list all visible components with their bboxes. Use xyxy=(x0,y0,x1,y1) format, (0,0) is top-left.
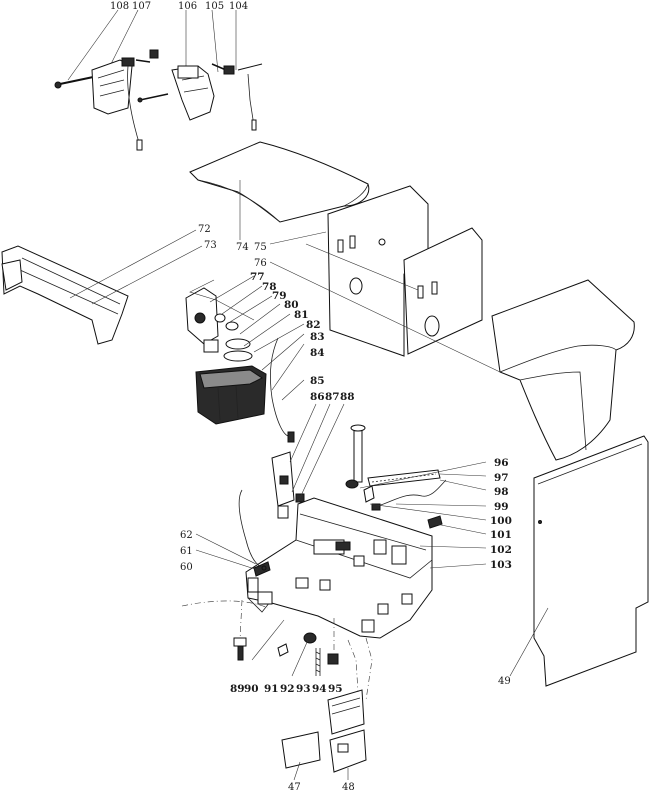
callout-labels: 108 107 106 105 104 72 73 74 75 76 77 78… xyxy=(110,1,512,792)
label-76: 76 xyxy=(254,258,267,269)
control-box-47-48 xyxy=(281,637,373,781)
label-83: 83 xyxy=(310,331,325,343)
label-74: 74 xyxy=(236,242,249,253)
pump-parts-86-88 xyxy=(271,403,345,519)
label-77: 77 xyxy=(250,271,265,283)
label-107: 107 xyxy=(132,1,151,12)
door-panel-49 xyxy=(509,435,649,687)
label-95: 95 xyxy=(328,683,343,695)
label-91: 91 xyxy=(264,683,279,695)
label-92: 92 xyxy=(280,683,295,695)
hose-parts-96-101 xyxy=(345,424,487,535)
top-cover-74 xyxy=(189,141,370,240)
label-87: 87 xyxy=(325,391,340,403)
label-100: 100 xyxy=(490,515,512,527)
label-106: 106 xyxy=(178,1,197,12)
label-48: 48 xyxy=(342,782,355,792)
base-chassis xyxy=(195,489,487,639)
label-88: 88 xyxy=(340,391,355,403)
label-99: 99 xyxy=(494,501,509,513)
top-bracket-assembly xyxy=(54,9,263,151)
label-82: 82 xyxy=(306,319,321,331)
label-61: 61 xyxy=(180,546,193,557)
label-47: 47 xyxy=(288,782,301,792)
container-assembly xyxy=(185,275,305,443)
label-73: 73 xyxy=(204,240,217,251)
rail-72-73 xyxy=(1,229,203,345)
label-75: 75 xyxy=(254,242,267,253)
label-104: 104 xyxy=(229,1,248,12)
label-103: 103 xyxy=(490,559,512,571)
label-102: 102 xyxy=(490,544,512,556)
label-80: 80 xyxy=(284,299,299,311)
label-84: 84 xyxy=(310,347,325,359)
label-85: 85 xyxy=(310,375,325,387)
label-62: 62 xyxy=(180,530,193,541)
label-96: 96 xyxy=(494,457,509,469)
label-108: 108 xyxy=(110,1,129,12)
rear-cover-76 xyxy=(269,261,635,461)
label-105: 105 xyxy=(205,1,224,12)
label-49: 49 xyxy=(498,676,511,687)
label-94: 94 xyxy=(312,683,327,695)
label-60: 60 xyxy=(180,562,193,573)
label-78: 78 xyxy=(262,281,277,293)
label-97: 97 xyxy=(494,472,509,484)
bottom-fasteners xyxy=(181,599,339,677)
label-90: 90 xyxy=(244,683,259,695)
label-86: 86 xyxy=(310,391,325,403)
label-98: 98 xyxy=(494,486,509,498)
label-72: 72 xyxy=(198,224,211,235)
side-panel-75 xyxy=(269,185,483,357)
label-81: 81 xyxy=(294,309,309,321)
label-89: 89 xyxy=(230,683,245,695)
label-101: 101 xyxy=(490,529,512,541)
label-79: 79 xyxy=(272,290,287,302)
label-93: 93 xyxy=(296,683,311,695)
